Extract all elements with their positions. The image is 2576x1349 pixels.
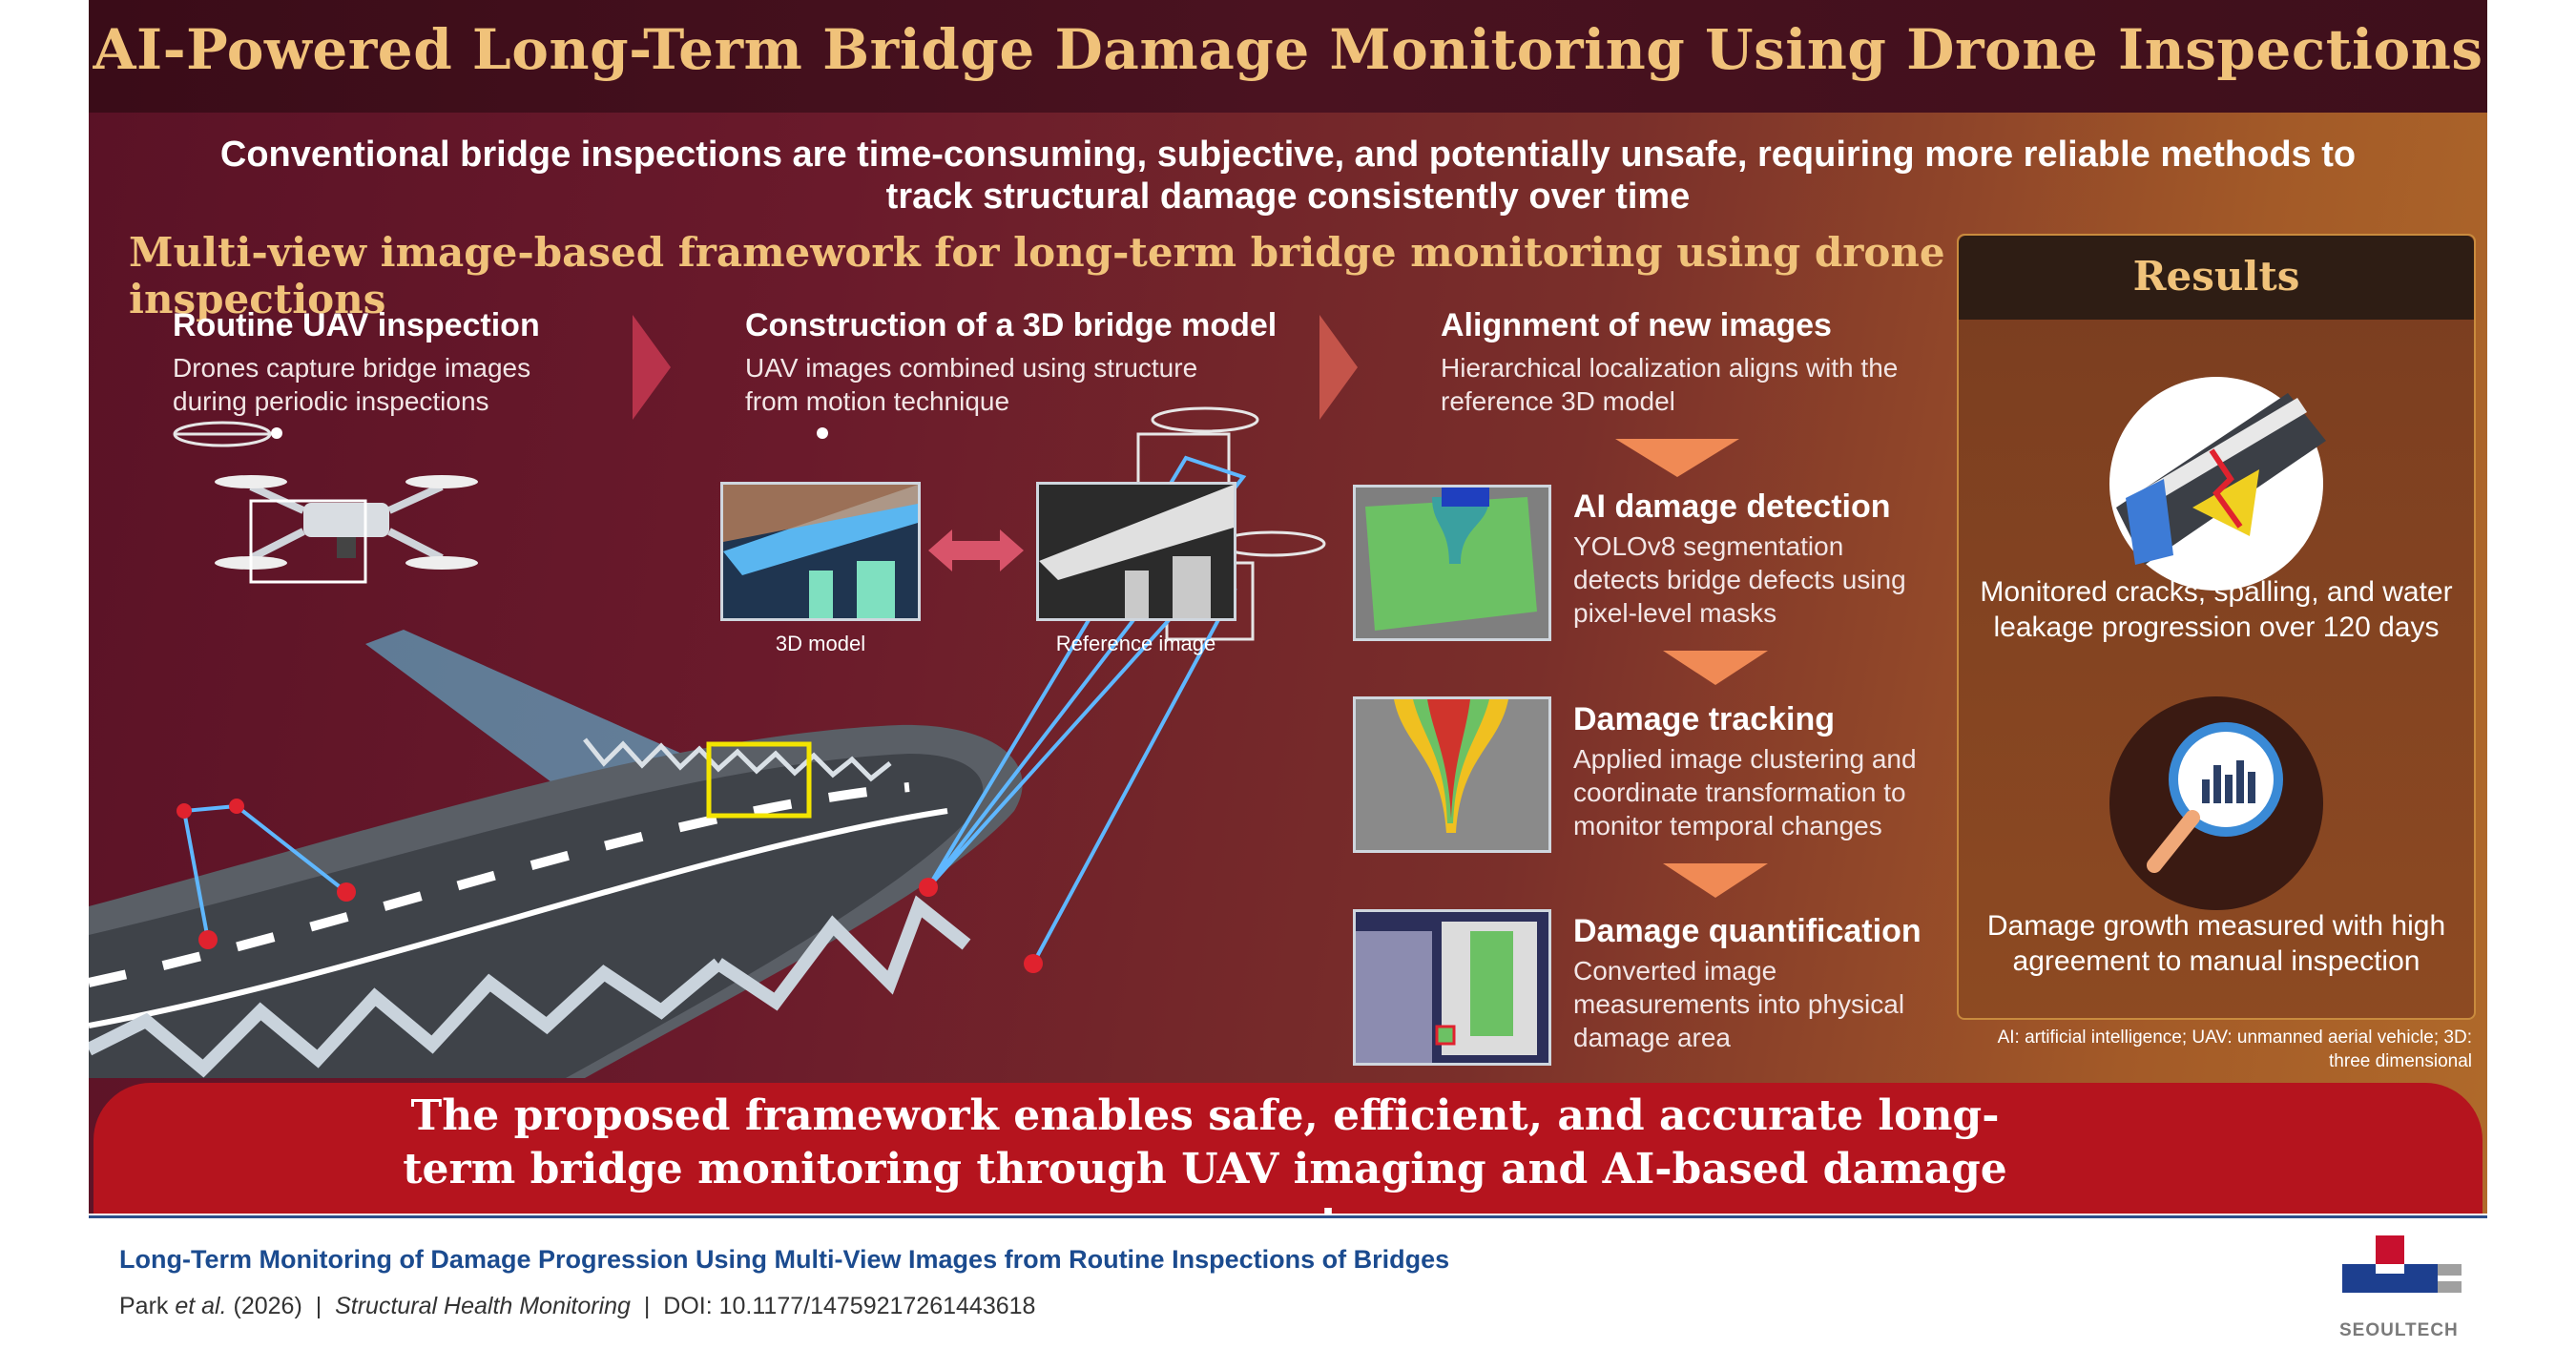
citation: Park et al. (2026) | Structural Health M…: [119, 1293, 1035, 1320]
down-arrow-icon: [1663, 863, 1768, 898]
title-bar: [89, 0, 2487, 113]
drone-left: [173, 421, 367, 584]
road-edge: [89, 808, 948, 1028]
bridge-truss: [89, 958, 723, 1078]
citation-year: (2026): [233, 1293, 302, 1319]
bridge-far-truss: [583, 737, 892, 782]
results-title: Results: [2132, 253, 2300, 300]
step-detection-heading: AI damage detection: [1573, 488, 1891, 525]
results-panel: Results Monitored cracks, spalling, and …: [1957, 234, 2476, 1020]
results-header: [1959, 236, 2474, 320]
citation-separator: |: [643, 1293, 651, 1319]
citation-doi[interactable]: DOI: 10.1177/14759217261443618: [663, 1293, 1036, 1319]
step-model-desc: UAV images combined using structure from…: [745, 353, 1198, 416]
paper-title[interactable]: Long-Term Monitoring of Damage Progressi…: [119, 1245, 1450, 1274]
citation-etal: et al.: [175, 1293, 227, 1319]
conclusion-text: The proposed framework enables safe, eff…: [403, 1091, 2007, 1214]
conclusion-banner: [93, 1083, 2483, 1214]
logo-text: SEOULTECH: [2339, 1320, 2459, 1340]
step-alignment-heading: Alignment of new images: [1441, 307, 1832, 343]
citation-authors: Park: [119, 1293, 169, 1319]
model-caption: 3D model: [775, 632, 866, 655]
step-tracking-heading: Damage tracking: [1573, 701, 1835, 737]
quantification-image: [1353, 909, 1551, 1066]
step-tracking-desc: Applied image clustering and coordinate …: [1573, 744, 1917, 841]
magnifier-chart-icon: [2109, 696, 2323, 910]
step-routine-desc: Drones capture bridge images during peri…: [173, 353, 531, 416]
intro-text: Conventional bridge inspections are time…: [219, 135, 2357, 217]
reference-image: [1036, 482, 1236, 621]
step-detection-desc: YOLOv8 segmentation detects bridge defec…: [1573, 531, 1906, 628]
step-routine-heading: Routine UAV inspection: [173, 307, 540, 343]
bridge-crack-icon: [2109, 377, 2326, 591]
down-arrow-icon: [1615, 439, 1739, 477]
chevron-arrow-icon: [1319, 315, 1358, 420]
abbreviations-note: AI: artificial intelligence; UAV: unmann…: [1997, 1027, 2472, 1071]
chevron-arrow-icon: [633, 315, 671, 420]
callout-dot: [817, 427, 828, 439]
down-arrow-icon: [1663, 651, 1768, 685]
detection-image: [1353, 485, 1551, 641]
step-quantification-desc: Converted image measurements into physic…: [1573, 956, 1905, 1052]
citation-separator: |: [315, 1293, 322, 1319]
bridge-illustration: [89, 406, 1326, 1078]
step-model-heading: Construction of a 3D bridge model: [745, 307, 1278, 343]
drone-main: [215, 475, 478, 570]
infographic-frame: AI-Powered Long-Term Bridge Damage Monit…: [89, 0, 2487, 1214]
citation-journal: Structural Health Monitoring: [335, 1293, 631, 1319]
tracking-image: [1353, 696, 1551, 853]
double-arrow-icon: [928, 529, 1024, 571]
callout-dot: [271, 427, 282, 439]
reference-caption: Reference image: [1055, 632, 1216, 655]
seoultech-logo-icon: [2342, 1235, 2462, 1293]
bridge-road: [89, 754, 984, 1078]
footer-divider: [89, 1215, 2487, 1218]
step-alignment-desc: Hierarchical localization aligns with th…: [1441, 353, 1899, 416]
result-text-1: Monitored cracks, spalling, and water le…: [1980, 576, 2453, 643]
step-quantification-heading: Damage quantification: [1573, 913, 1922, 949]
model-3d-image: [720, 482, 921, 621]
pose-lines-left: [181, 803, 348, 941]
framework-title: Multi-view image-based framework for lon…: [129, 229, 1945, 322]
page-title: AI-Powered Long-Term Bridge Damage Monit…: [93, 17, 2483, 82]
highlight-box: [706, 741, 812, 819]
result-text-2: Damage growth measured with high agreeme…: [1986, 910, 2446, 977]
